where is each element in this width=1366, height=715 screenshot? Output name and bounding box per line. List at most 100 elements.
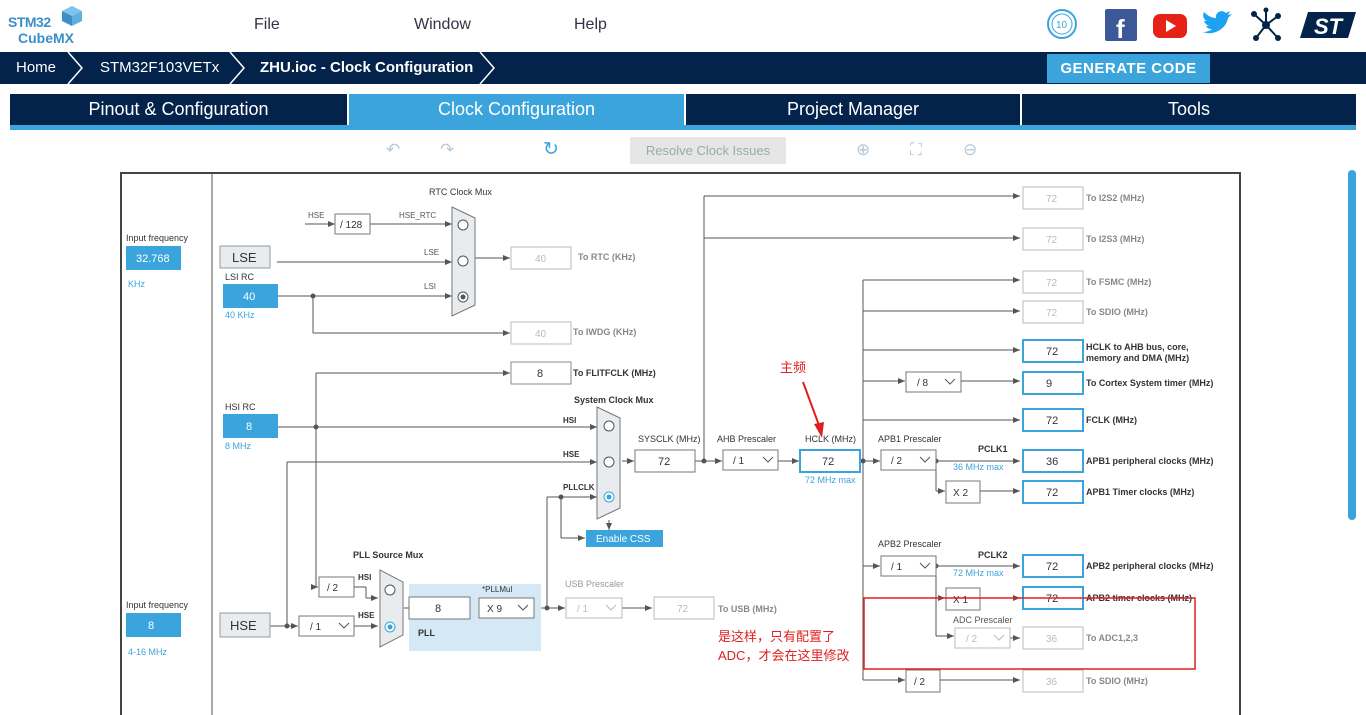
rtc-mux-radio-hse[interactable] [457, 219, 469, 231]
pllmul-select[interactable] [478, 597, 535, 619]
output-field-7[interactable] [1022, 449, 1084, 473]
facebook-icon[interactable]: f [1104, 6, 1138, 42]
output-value-0: 72 [1046, 194, 1058, 205]
pclk1-max: 36 MHz max [953, 462, 1004, 472]
st-logo-icon[interactable]: ST [1298, 6, 1358, 44]
menu-help[interactable]: Help [574, 16, 607, 33]
output-field-5[interactable] [1022, 371, 1084, 395]
menu-window[interactable]: Window [414, 16, 471, 33]
logo-line1: STM32 [8, 14, 51, 30]
annotation-main-freq: 主频 [780, 360, 806, 375]
hse-prediv-select[interactable] [298, 615, 355, 637]
generate-code-button[interactable]: GENERATE CODE [1047, 54, 1210, 83]
output-field-8[interactable] [1022, 480, 1084, 504]
scrollbar[interactable] [1348, 170, 1356, 520]
lse-unit: KHz [128, 279, 146, 289]
output-value-2: 72 [1046, 278, 1058, 289]
hclk-label: HCLK (MHz) [805, 434, 856, 444]
breadcrumb-mcu[interactable]: STM32F103VETx [100, 59, 220, 76]
breadcrumb-home[interactable]: Home [16, 59, 57, 76]
network-icon[interactable] [1248, 6, 1284, 44]
output-field-0[interactable] [1022, 186, 1084, 210]
iwdg-output-label: To IWDG (KHz) [573, 327, 636, 337]
anniversary-badge-icon[interactable]: 10 [1046, 6, 1078, 42]
hsi-freq-value: 8 [246, 421, 252, 433]
tab-clock[interactable]: Clock Configuration [349, 94, 684, 125]
sys-mux-radio-hse[interactable] [603, 456, 615, 468]
tab-project-manager[interactable]: Project Manager [686, 94, 1020, 125]
hclk-field[interactable] [799, 449, 861, 473]
output-field-11[interactable] [1022, 626, 1084, 650]
sysclk-value: 72 [658, 456, 670, 468]
hse-block-label: HSE [230, 618, 257, 633]
svg-text:10: 10 [1056, 20, 1068, 31]
resolve-clock-issues-button[interactable]: Resolve Clock Issues [630, 137, 786, 164]
cortex-prescaler-select[interactable] [905, 371, 962, 393]
twitter-icon[interactable] [1200, 6, 1234, 42]
apb2-prescaler-select[interactable] [880, 555, 937, 577]
output-field-3[interactable] [1022, 300, 1084, 324]
hclk-max: 72 MHz max [805, 475, 856, 485]
output-field-1[interactable] [1022, 227, 1084, 251]
sys-mux-radio-hsi[interactable] [603, 420, 615, 432]
diagram-frame [120, 172, 1241, 715]
output-label-3: To SDIO (MHz) [1086, 307, 1148, 317]
menu-bar: STM32 CubeMX File Window Help 10 f ST [0, 0, 1366, 52]
tab-pinout[interactable]: Pinout & Configuration [10, 94, 347, 125]
svg-text:ST: ST [1314, 14, 1344, 39]
iwdg-output-value: 40 [535, 329, 547, 340]
rtc-mux-radio-lse[interactable] [457, 255, 469, 267]
output-value-11: 36 [1046, 634, 1058, 645]
enable-css-button[interactable] [586, 530, 663, 547]
output-field-9[interactable] [1022, 554, 1084, 578]
ahb-prescaler-select[interactable] [722, 449, 779, 471]
adc-prescaler-select[interactable] [954, 627, 1011, 649]
zoom-out-icon[interactable]: ⊖ [963, 140, 978, 159]
output-label-0: To I2S2 (MHz) [1086, 193, 1144, 203]
sys-pllclk-label: PLLCLK [563, 483, 595, 492]
breadcrumb-file[interactable]: ZHU.ioc - Clock Configuration [260, 59, 474, 76]
apb2-timer-x1: X 1 [953, 595, 968, 606]
lsi-freq-field [223, 284, 278, 308]
usb-prescaler-select[interactable] [565, 597, 623, 619]
output-field-4[interactable] [1022, 339, 1084, 363]
pclk2-label: PCLK2 [978, 550, 1008, 560]
output-label-2: To FSMC (MHz) [1086, 277, 1151, 287]
pll-input-value: 8 [435, 603, 441, 615]
output-field-12[interactable] [1022, 669, 1084, 693]
apb2-prescaler-value: / 1 [891, 562, 903, 573]
hse-input-label: Input frequency [126, 600, 189, 610]
fit-screen-icon[interactable]: ⛶ [910, 140, 922, 159]
stm32cubemx-logo: STM32 CubeMX [6, 4, 86, 48]
output-field-6[interactable] [1022, 408, 1084, 432]
ahb-prescaler-label: AHB Prescaler [717, 434, 776, 444]
output-label-8: APB1 Timer clocks (MHz) [1086, 487, 1194, 497]
output-label-6: FCLK (MHz) [1086, 415, 1137, 425]
lsi-freq-value: 40 [243, 291, 255, 303]
pllmul-value: X 9 [487, 604, 502, 615]
pclk1-label: PCLK1 [978, 444, 1008, 454]
youtube-icon[interactable] [1152, 6, 1188, 42]
lsi-rc-label: LSI RC [225, 272, 255, 282]
clock-toolbar: ↶ ↷ ↻ ⊕ ⛶ ⊖ [0, 134, 1366, 168]
chevron-down-icon [919, 562, 931, 569]
apb1-prescaler-select[interactable] [880, 449, 937, 471]
lse-freq-field[interactable] [126, 246, 181, 270]
redo-icon[interactable]: ↷ [440, 140, 455, 159]
pll-mux-radio-hsi[interactable] [384, 584, 396, 596]
pll-input-field [408, 596, 471, 620]
output-field-2[interactable] [1022, 270, 1084, 294]
menu-file[interactable]: File [254, 16, 280, 33]
usb-output-label: To USB (MHz) [718, 604, 777, 614]
apb2-prescaler-label: APB2 Prescaler [878, 539, 942, 549]
refresh-icon[interactable]: ↻ [543, 139, 559, 160]
annotation-note2: ADC，才会在这里修改 [718, 648, 849, 663]
zoom-in-icon[interactable]: ⊕ [856, 140, 871, 159]
sysclk-field[interactable] [634, 449, 696, 473]
hse-freq-field[interactable] [126, 613, 181, 637]
output-value-7: 36 [1046, 456, 1058, 468]
tab-tools[interactable]: Tools [1022, 94, 1356, 125]
undo-icon[interactable]: ↶ [386, 140, 401, 159]
sysclk-label: SYSCLK (MHz) [638, 434, 701, 444]
chevron-right-icon [229, 52, 245, 84]
